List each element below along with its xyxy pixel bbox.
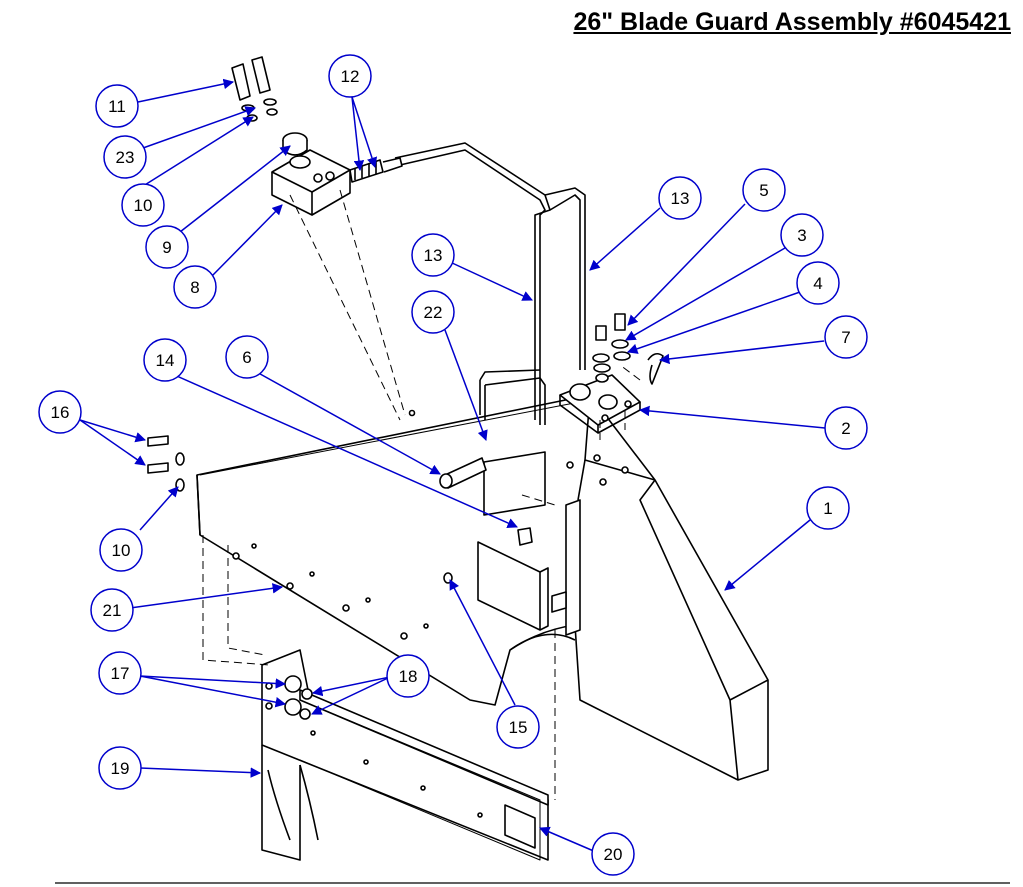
callout-circle <box>103 135 147 179</box>
callout-label: 10 <box>112 541 131 560</box>
callout-label: 7 <box>841 328 850 347</box>
callout-circle <box>496 705 540 749</box>
callout-circle <box>98 746 142 790</box>
callout-15: 15 <box>496 705 540 749</box>
callout-leaders <box>79 78 826 853</box>
callout-label: 4 <box>813 274 822 293</box>
alignment-lines <box>202 189 641 800</box>
callout-2: 2 <box>824 406 868 450</box>
callout-7: 7 <box>824 315 868 359</box>
guard-rods <box>394 142 586 425</box>
handle-bar <box>439 457 487 489</box>
callout-21: 21 <box>90 588 134 632</box>
callout-circle <box>386 654 430 698</box>
callout-8: 8 <box>173 265 217 309</box>
callout-circle <box>143 338 187 382</box>
callout-6: 6 <box>225 335 269 379</box>
callout-label: 13 <box>424 246 443 265</box>
callout-label: 1 <box>823 499 832 518</box>
callout-circle <box>225 335 269 379</box>
top-screws <box>231 56 278 122</box>
callout-label: 9 <box>162 238 171 257</box>
callout-circle <box>173 265 217 309</box>
callout-22: 22 <box>411 290 455 334</box>
callout-label: 18 <box>399 667 418 686</box>
callout-10: 10 <box>99 528 143 572</box>
callout-circle <box>90 588 134 632</box>
blade-cover <box>261 649 549 861</box>
bracket-plate <box>443 527 567 631</box>
callout-circle <box>796 261 840 305</box>
callout-label: 21 <box>103 601 122 620</box>
callout-circle <box>411 233 455 277</box>
callout-16: 16 <box>38 390 82 434</box>
callout-circle <box>824 406 868 450</box>
callout-circle <box>121 183 165 227</box>
hinge-bracket <box>559 374 641 434</box>
callout-label: 19 <box>111 759 130 778</box>
callout-14: 14 <box>143 338 187 382</box>
callout-3: 3 <box>780 213 824 257</box>
callout-18: 18 <box>386 654 430 698</box>
callout-label: 16 <box>51 403 70 422</box>
callout-1: 1 <box>806 486 850 530</box>
callout-13: 13 <box>411 233 455 277</box>
callout-9: 9 <box>145 225 189 269</box>
callout-19: 19 <box>98 746 142 790</box>
callout-11: 11 <box>95 84 139 128</box>
callout-circle <box>95 84 139 128</box>
mount-block <box>271 149 351 216</box>
callout-23: 23 <box>103 135 147 179</box>
callout-label: 20 <box>604 845 623 864</box>
callout-label: 15 <box>509 718 528 737</box>
callout-label: 22 <box>424 303 443 322</box>
small-screws <box>232 543 429 640</box>
callout-label: 17 <box>111 664 130 683</box>
callout-label: 23 <box>116 148 135 167</box>
callout-4: 4 <box>796 261 840 305</box>
callout-circle <box>411 290 455 334</box>
callout-label: 13 <box>671 189 690 208</box>
callout-circle <box>658 176 702 220</box>
callout-label: 10 <box>134 196 153 215</box>
callout-13: 13 <box>658 176 702 220</box>
callout-label: 5 <box>759 181 768 200</box>
callout-label: 11 <box>108 97 126 116</box>
callout-label: 12 <box>341 67 360 86</box>
callout-5: 5 <box>742 168 786 212</box>
diagram-title: 26" Blade Guard Assembly #6045421 <box>573 8 1011 36</box>
adjuster-spring <box>349 157 403 183</box>
side-bolts <box>147 435 185 492</box>
callout-20: 20 <box>591 832 635 876</box>
hairpin-clip <box>647 352 664 385</box>
callout-circle <box>742 168 786 212</box>
callout-label: 2 <box>841 419 850 438</box>
callout-12: 12 <box>328 54 372 98</box>
callout-label: 6 <box>242 348 251 367</box>
callout-circle <box>38 390 82 434</box>
callout-circle <box>98 651 142 695</box>
callout-10: 10 <box>121 183 165 227</box>
callout-circle <box>145 225 189 269</box>
callout-circle <box>780 213 824 257</box>
callout-circle <box>99 528 143 572</box>
callout-circle <box>328 54 372 98</box>
callout-label: 8 <box>190 278 199 297</box>
callout-circle <box>824 315 868 359</box>
bolts-and-washers <box>592 313 631 383</box>
callout-label: 3 <box>797 226 806 245</box>
callout-circle <box>591 832 635 876</box>
callout-label: 14 <box>156 351 175 370</box>
callout-17: 17 <box>98 651 142 695</box>
callout-circle <box>806 486 850 530</box>
